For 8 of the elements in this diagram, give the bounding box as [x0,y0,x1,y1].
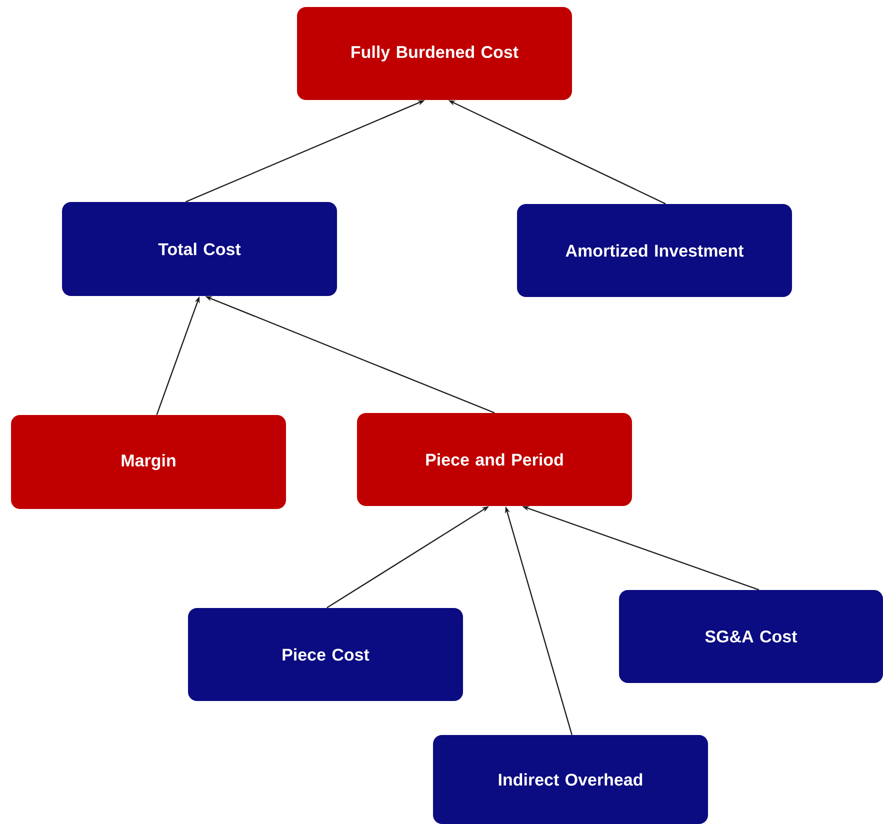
cost-box: Amortized Investment [517,204,792,297]
cost-box: Indirect Overhead [433,734,708,824]
cost-box: Piece Cost [188,608,463,701]
cost-box: Total Cost [62,202,337,296]
cost-box: Margin [11,414,286,509]
cost-box: Fully Burdened Cost [297,6,572,100]
cost-box: SG&A Cost [619,590,883,683]
cost-box: Piece and Period [357,412,632,506]
